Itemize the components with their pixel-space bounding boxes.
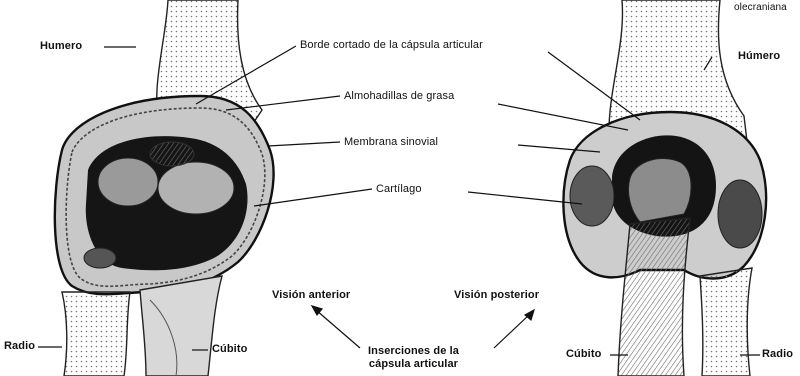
label-cartilago: Cartílago	[376, 183, 422, 195]
anterior-view-drawing	[55, 0, 274, 376]
label-inserciones-line2: cápsula articular	[368, 358, 459, 371]
label-vision-posterior: Visión posterior	[454, 289, 539, 301]
label-humero-right: Húmero	[738, 50, 780, 62]
label-inserciones-line1: Inserciones de la	[368, 345, 459, 358]
olecranon	[628, 159, 691, 222]
label-radio-left: Radio	[4, 340, 35, 352]
label-vision-anterior: Visión anterior	[272, 289, 350, 301]
capitulum-left	[98, 158, 158, 206]
label-inserciones: Inserciones de la cápsula articular	[368, 345, 459, 371]
posterior-view-drawing	[563, 0, 766, 376]
radius-right	[700, 268, 752, 376]
label-radio-right: Radio	[762, 348, 793, 360]
radius-left	[62, 292, 130, 376]
label-olecraniana: olecraniana	[734, 2, 787, 13]
ulna-left	[140, 276, 222, 376]
label-almohadillas: Almohadillas de grasa	[344, 90, 454, 102]
label-cubito-left: Cúbito	[212, 343, 247, 355]
ulna-right	[618, 218, 690, 376]
trochlea-left	[158, 162, 234, 214]
label-borde-cortado: Borde cortado de la cápsula articular	[300, 39, 483, 51]
label-membrana: Membrana sinovial	[344, 136, 438, 148]
label-cubito-right: Cúbito	[566, 348, 601, 360]
caption-arrows	[312, 306, 534, 348]
label-humero-left: Humero	[40, 40, 82, 52]
